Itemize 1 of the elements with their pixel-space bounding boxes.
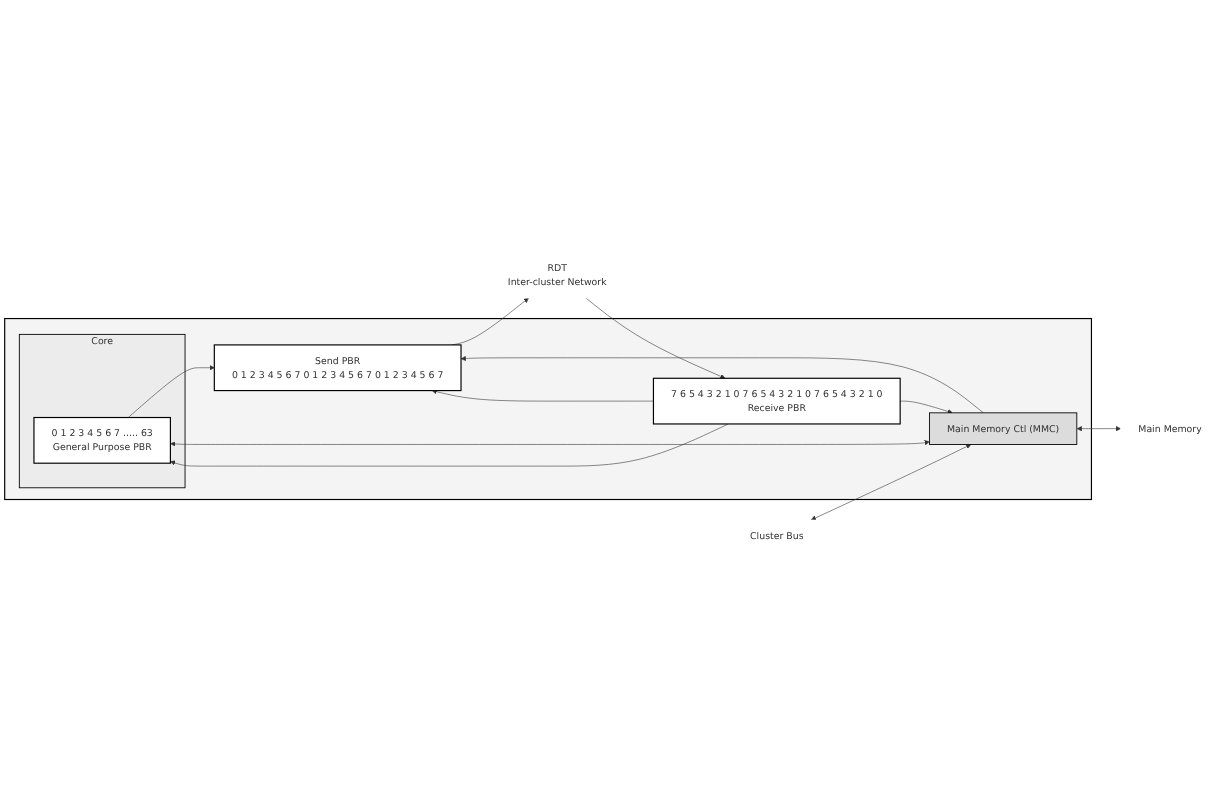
cluster: [4, 317, 1093, 501]
